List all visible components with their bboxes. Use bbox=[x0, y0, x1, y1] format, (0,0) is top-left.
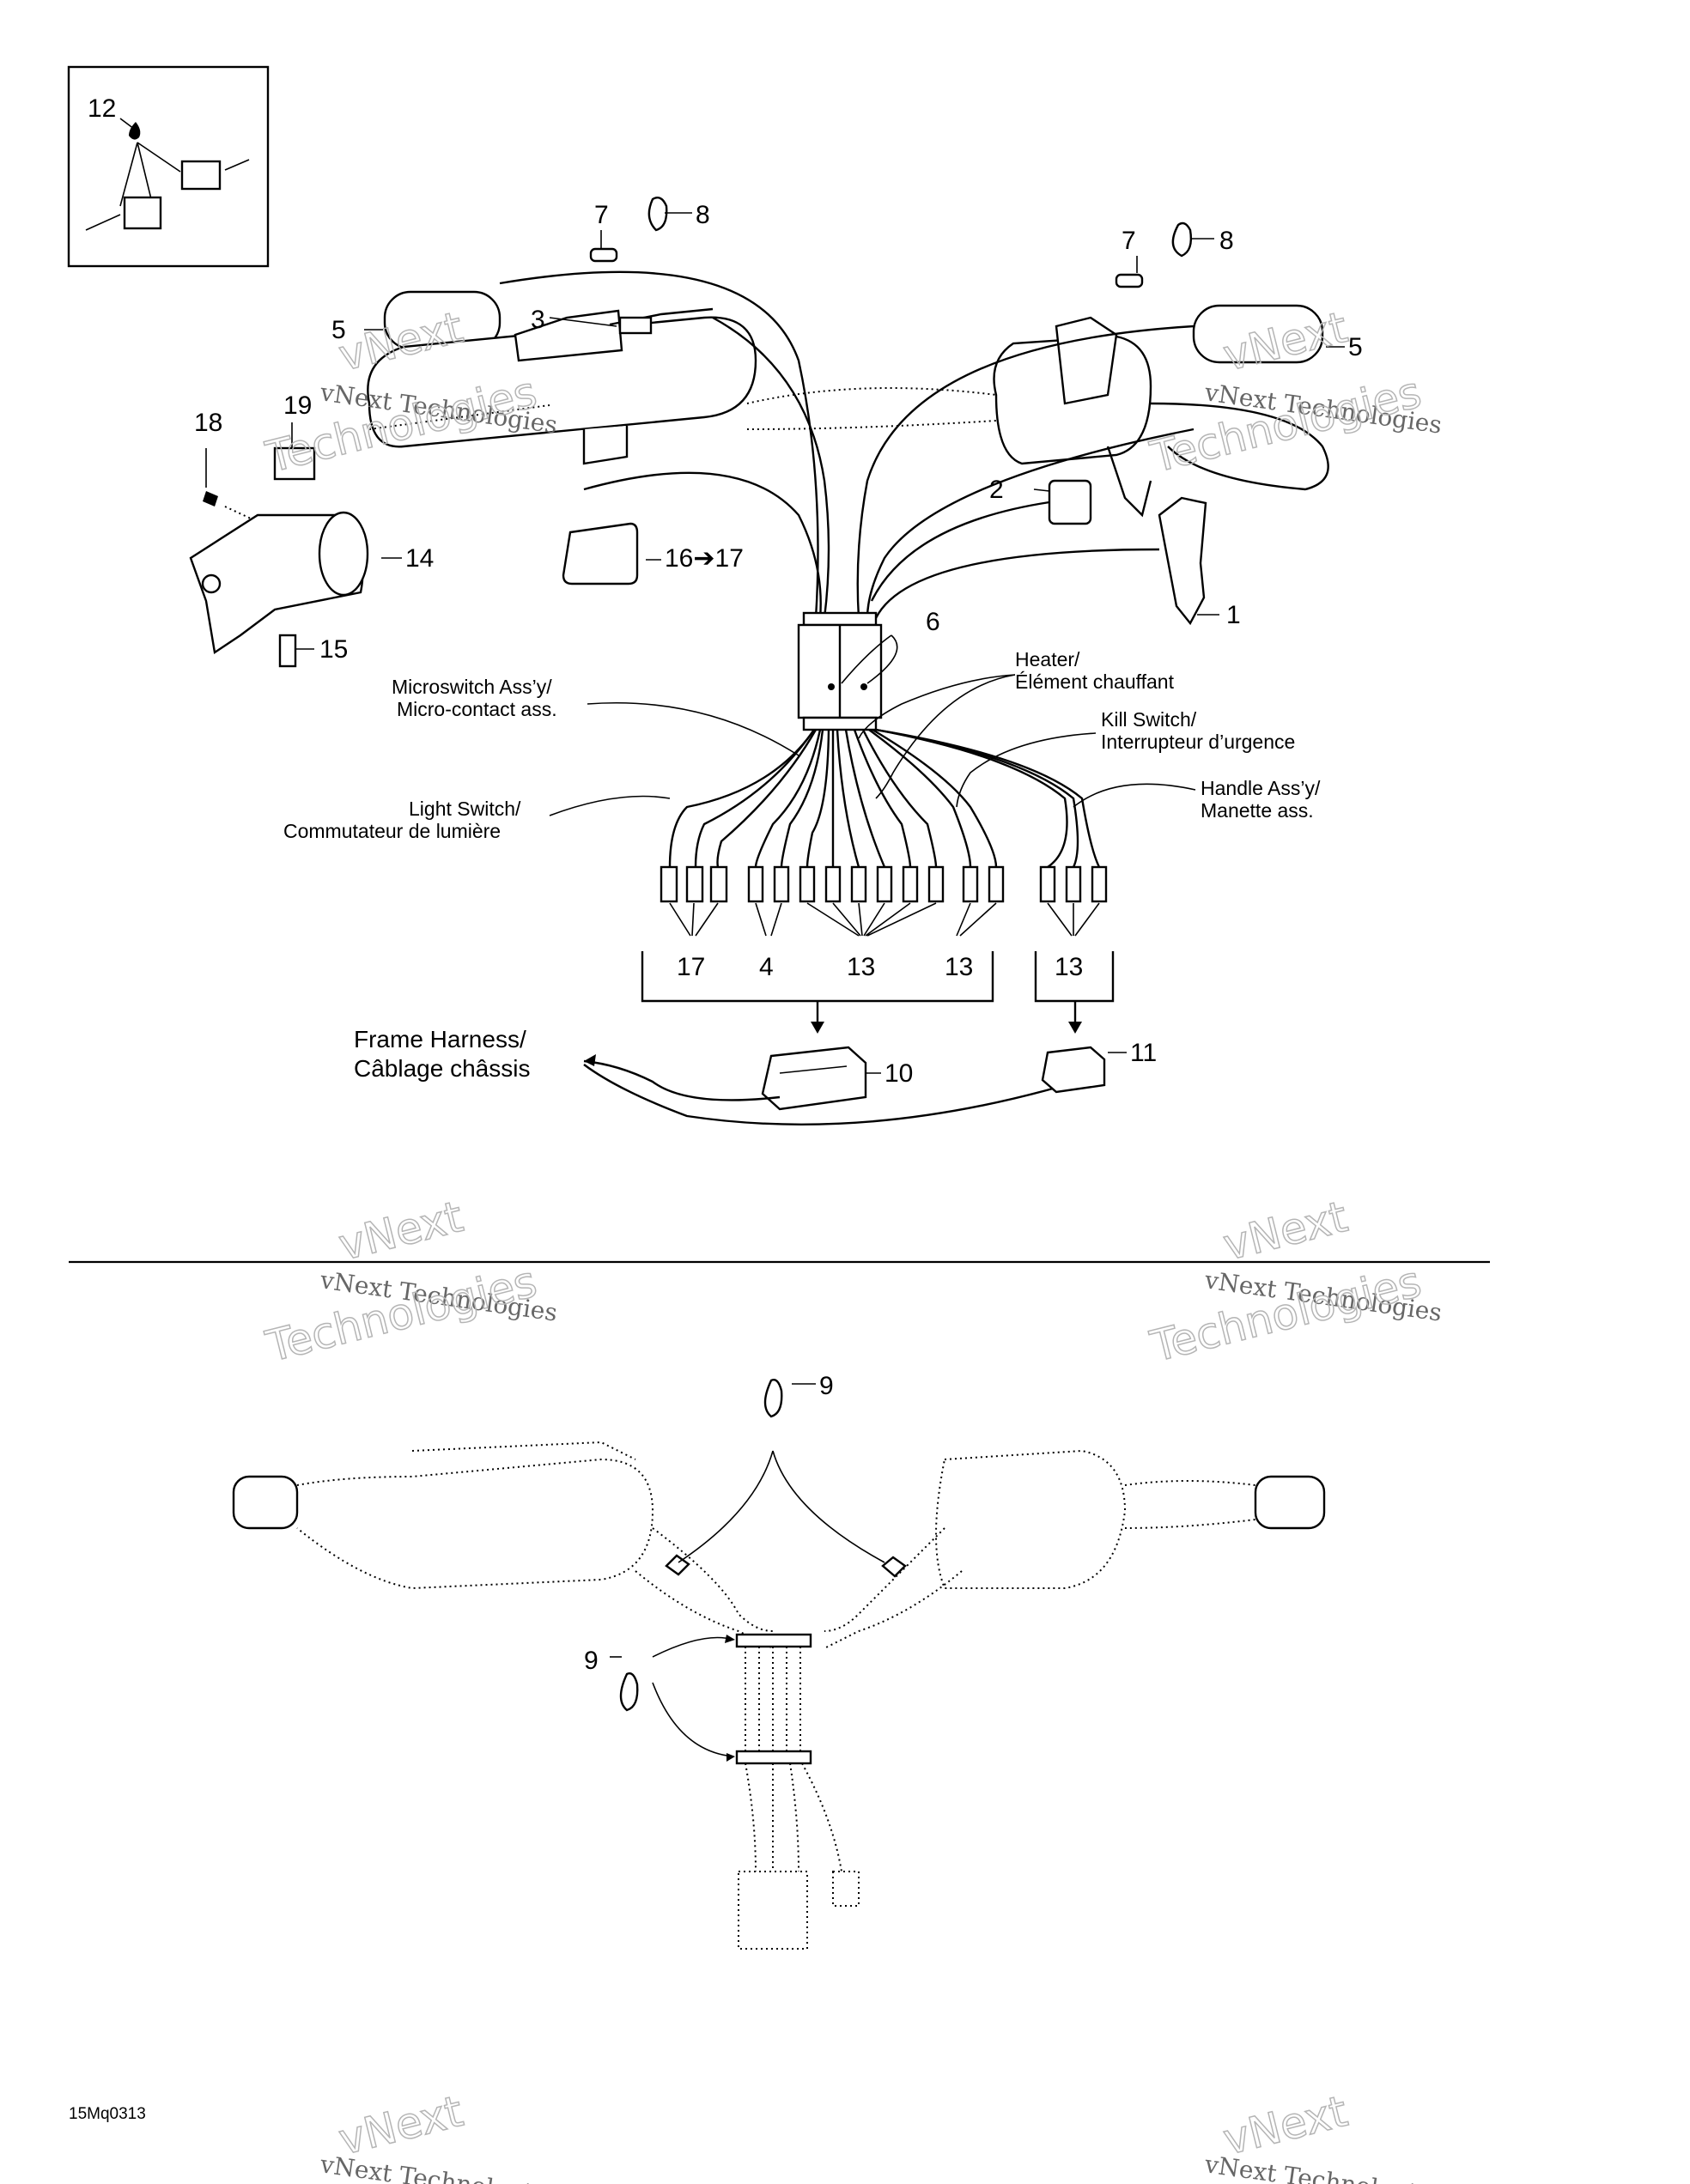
light-switch-label-fr: Commutateur de lumière bbox=[283, 820, 501, 842]
watermarks: vNext Technologies vNext Technologies vN… bbox=[260, 301, 1444, 2184]
component-labels: Heater/ Élément chauffant Microswitch As… bbox=[283, 648, 1321, 1082]
figure-code: 15Mq0313 bbox=[69, 2105, 146, 2123]
callout-13-c: 13 bbox=[1055, 953, 1083, 981]
top-leader-lines bbox=[205, 212, 1345, 1074]
callout-3: 3 bbox=[531, 306, 545, 334]
callout-13-a: 13 bbox=[847, 953, 875, 981]
callout-19: 19 bbox=[283, 391, 312, 420]
callout-9-top: 9 bbox=[819, 1372, 834, 1400]
callout-11: 11 bbox=[1130, 1039, 1157, 1067]
frame-harness-label-en: Frame Harness/ bbox=[354, 1026, 526, 1053]
callout-16-17: 16➔17 bbox=[665, 544, 744, 573]
heater-label-en: Heater/ bbox=[1015, 648, 1080, 670]
handlebar-assembly-top bbox=[189, 197, 1329, 1125]
callout-6: 6 bbox=[926, 608, 940, 636]
callout-12: 12 bbox=[88, 94, 116, 123]
kill-switch-label-en: Kill Switch/ bbox=[1101, 708, 1197, 731]
watermark-outline: vNext bbox=[334, 1192, 468, 1271]
callout-5-right: 5 bbox=[1348, 333, 1363, 361]
handlebar-assembly-bottom bbox=[232, 1379, 1326, 1950]
callout-2: 2 bbox=[989, 476, 1004, 504]
callout-15: 15 bbox=[319, 635, 348, 664]
frame-harness-label-fr: Câblage châssis bbox=[354, 1055, 530, 1082]
kill-switch-label-fr: Interrupteur d’urgence bbox=[1101, 731, 1295, 753]
callout-8-left: 8 bbox=[696, 201, 710, 229]
callout-10: 10 bbox=[885, 1059, 913, 1088]
callout-14: 14 bbox=[405, 544, 434, 573]
handle-label-en: Handle Ass’y/ bbox=[1201, 777, 1321, 799]
microswitch-label-en: Microswitch Ass’y/ bbox=[392, 676, 552, 698]
callout-5-left: 5 bbox=[331, 316, 346, 344]
watermark-outline: vNext bbox=[334, 2086, 468, 2165]
callout-1: 1 bbox=[1226, 601, 1241, 629]
terminal-row bbox=[660, 865, 1108, 903]
light-switch-label-en: Light Switch/ bbox=[409, 798, 521, 820]
callout-17: 17 bbox=[677, 953, 705, 981]
callout-7-right: 7 bbox=[1122, 227, 1136, 255]
callout-9-left: 9 bbox=[584, 1647, 599, 1675]
callout-8-right: 8 bbox=[1219, 227, 1234, 255]
microswitch-label-fr: Micro-contact ass. bbox=[397, 698, 557, 720]
handle-label-fr: Manette ass. bbox=[1201, 799, 1314, 822]
watermark-outline: vNext bbox=[1219, 1192, 1353, 1271]
callout-13-b: 13 bbox=[945, 953, 973, 981]
watermark-outline: Technologies bbox=[1146, 1257, 1426, 1372]
watermark-outline: Technologies bbox=[261, 1257, 542, 1372]
watermark-outline: vNext bbox=[1219, 2086, 1353, 2165]
heater-label-fr: Élément chauffant bbox=[1015, 670, 1175, 693]
callout-7-left: 7 bbox=[594, 201, 609, 229]
inset-connector-box: 12 bbox=[67, 65, 270, 268]
callout-18: 18 bbox=[194, 409, 222, 437]
callout-4: 4 bbox=[759, 953, 774, 981]
callouts: 1 2 3 4 5 5 6 7 7 8 8 9 9 10 11 13 13 13… bbox=[194, 201, 1363, 1675]
